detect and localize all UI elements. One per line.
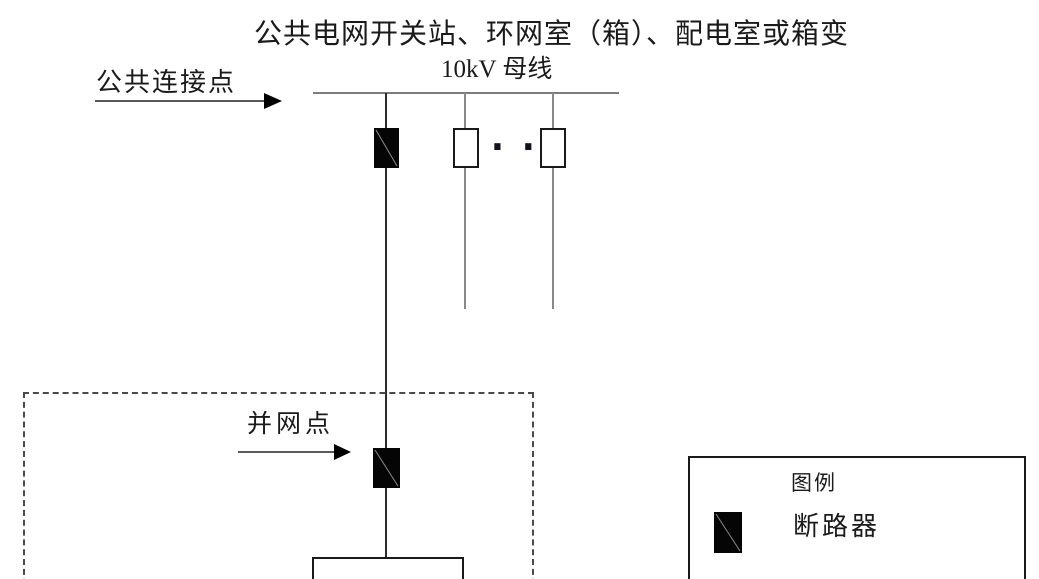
poc-arrow-head-icon: [334, 444, 351, 460]
legend-breaker-label: 断路器: [793, 512, 881, 541]
pcc-label: 公共连接点: [96, 68, 237, 97]
busbar-line: [313, 92, 619, 94]
breaker-icon: [374, 128, 399, 168]
feeder-line: [552, 93, 554, 309]
legend-title: 图例: [791, 471, 837, 495]
poc-breaker-icon: [373, 448, 400, 488]
feeder-line: [464, 93, 466, 309]
busbar-label: 10kV 母线: [441, 56, 553, 83]
device-box: [312, 557, 464, 579]
legend-box: [688, 456, 1026, 579]
poc-label: 并网点: [247, 411, 335, 438]
more-feeders-ellipsis: ···: [486, 125, 579, 169]
pcc-arrow-head-icon: [264, 93, 282, 109]
station-title: 公共电网开关站、环网室（箱）、配电室或箱变: [254, 19, 850, 50]
feeder-switch-box: [540, 128, 566, 168]
main-feeder-line: [385, 93, 387, 559]
poc-arrow-line: [238, 451, 335, 453]
customer-boundary-box: [23, 392, 534, 579]
feeder-switch-box: [453, 128, 479, 168]
legend-breaker-icon: [714, 512, 742, 553]
pcc-arrow-line: [95, 100, 265, 102]
